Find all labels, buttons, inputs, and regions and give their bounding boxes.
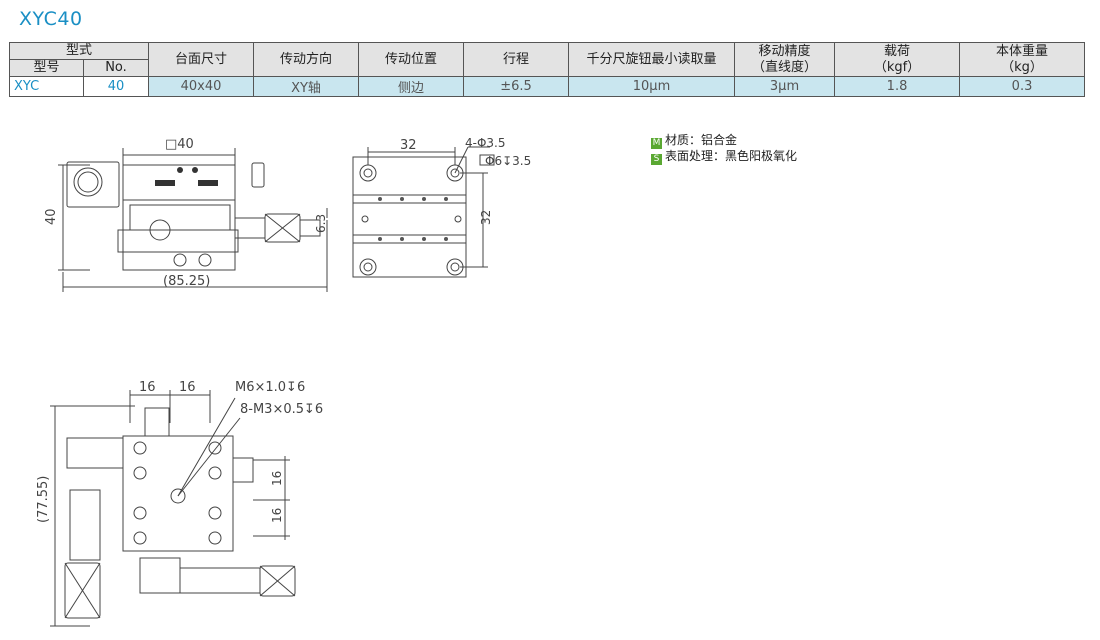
dim-bottom-cbore: Φ6↧3.5 xyxy=(485,154,531,168)
cell-drive-position: 侧边 xyxy=(358,76,465,97)
dim-bottom-hole: 4-Φ3.5 xyxy=(465,136,506,150)
cell-weight: 0.3 xyxy=(959,76,1086,97)
dim-side-width: □40 xyxy=(165,137,194,152)
cell-stroke: ±6.5 xyxy=(463,76,570,97)
dim-top-m3: 8-M3×0.5↧6 xyxy=(240,402,323,417)
table-row: XYC 40 40x40 XY轴 侧边 ±6.5 10μm 3μm 1.8 0.… xyxy=(9,76,1086,97)
dim-side-height: 40 xyxy=(44,208,59,225)
dim-side-overall: (85.25) xyxy=(163,274,210,289)
dim-top-m6: M6×1.0↧6 xyxy=(235,380,305,395)
col-header-min-reading: 千分尺旋钮最小读取量 xyxy=(568,42,736,77)
top-view-drawing: 16 16 M6×1.0↧6 8-M3×0.5↧6 (77.55) 16 16 xyxy=(36,380,323,627)
material-badge-icon: M xyxy=(651,138,662,149)
cell-no: 40 xyxy=(82,76,150,97)
dim-top-right-16a: 16 xyxy=(270,471,284,486)
dim-top-16b: 16 xyxy=(179,380,196,395)
dim-bottom-width: 32 xyxy=(400,138,417,153)
dim-top-16a: 16 xyxy=(139,380,156,395)
cell-model: XYC xyxy=(9,76,84,97)
side-view-drawing: □40 40 (85.25) 6.3 xyxy=(44,137,328,292)
col-header-load: 载荷 （kgf） xyxy=(834,42,961,77)
spec-table: 型式 台面尺寸 传动方向 传动位置 行程 千分尺旋钮最小读取量 移动精度 （直线… xyxy=(8,42,1086,97)
dim-top-overall: (77.55) xyxy=(36,476,51,523)
cell-min-reading: 10μm xyxy=(568,76,736,97)
col-header-model: 型号 xyxy=(9,59,84,77)
col-header-weight: 本体重量 （kg） xyxy=(959,42,1086,77)
cell-drive-direction: XY轴 xyxy=(253,76,360,97)
cell-accuracy: 3μm xyxy=(734,76,836,97)
surface-badge-icon: S xyxy=(651,154,662,165)
col-header-drive-position: 传动位置 xyxy=(358,42,465,77)
col-header-table-size: 台面尺寸 xyxy=(148,42,255,77)
col-header-no: No. xyxy=(82,59,150,77)
dim-side-offset: 6.3 xyxy=(314,214,328,233)
cell-table-size: 40x40 xyxy=(148,76,255,97)
dim-bottom-height: 32 xyxy=(479,210,493,225)
cell-load: 1.8 xyxy=(834,76,961,97)
bottom-view-drawing: 32 32 4-Φ3.5 Φ6↧3.5 xyxy=(352,136,531,278)
page-title: XYC40 xyxy=(19,8,83,30)
dim-top-right-16b: 16 xyxy=(270,508,284,523)
col-header-drive-direction: 传动方向 xyxy=(253,42,360,77)
col-header-accuracy: 移动精度 （直线度） xyxy=(734,42,836,77)
col-header-stroke: 行程 xyxy=(463,42,570,77)
col-header-model-group: 型式 xyxy=(8,42,150,60)
